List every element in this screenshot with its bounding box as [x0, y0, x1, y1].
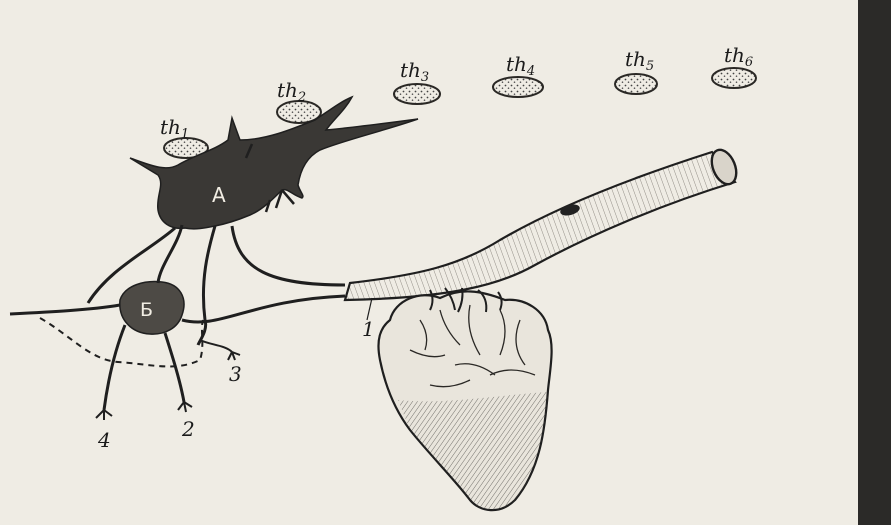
label-1: 1 — [362, 317, 375, 341]
neuron-a-label: А — [212, 183, 226, 207]
label-3: 3 — [229, 362, 242, 386]
ganglion-th6 — [712, 68, 756, 88]
ganglion-th5 — [615, 74, 657, 94]
ganglion-th4 — [493, 77, 543, 97]
neuron-b: Б — [120, 282, 184, 335]
neuron-b-label: Б — [140, 299, 153, 321]
label-4: 4 — [97, 428, 111, 452]
ganglion-th3 — [394, 84, 440, 104]
page-right-edge — [858, 0, 891, 525]
label-2: 2 — [181, 417, 195, 441]
